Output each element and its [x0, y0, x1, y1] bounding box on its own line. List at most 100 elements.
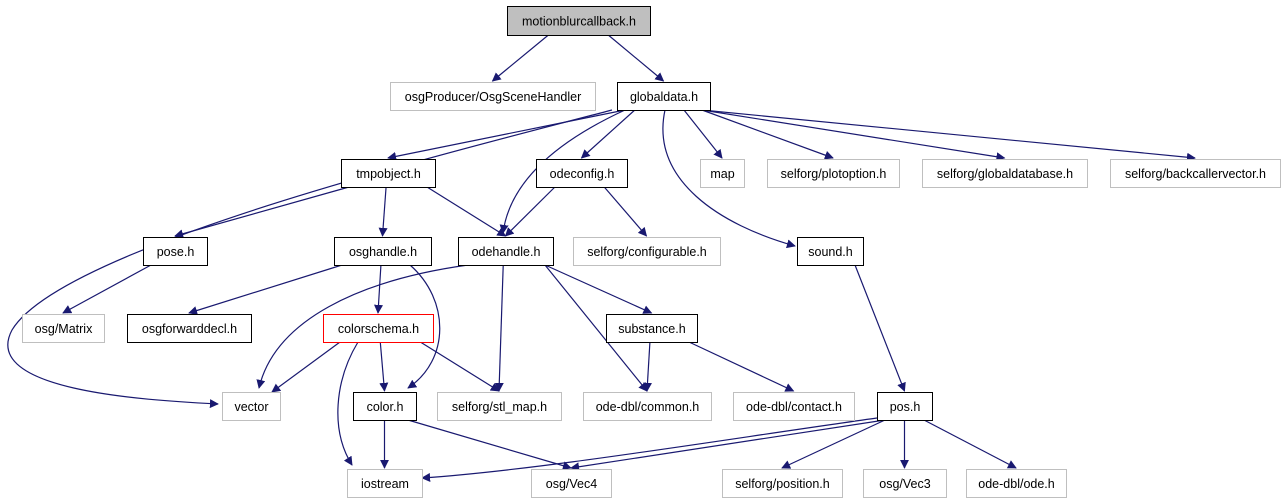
node-box	[458, 237, 554, 266]
node-vec4: osg/Vec4	[531, 469, 612, 498]
node-label: pos.h	[890, 400, 921, 414]
node-motionblurcallback[interactable]: motionblurcallback.h	[507, 6, 651, 36]
node-pos[interactable]: pos.h	[877, 392, 933, 421]
node-globaldatabase: selforg/globaldatabase.h	[922, 159, 1088, 188]
edge-globaldata-to-odeconfig	[580, 109, 636, 159]
node-label: selforg/backcallervector.h	[1125, 167, 1266, 181]
node-box	[922, 159, 1088, 188]
node-label: color.h	[367, 400, 404, 414]
edge-pos-to-iostream	[421, 417, 878, 482]
edge-odehandle-to-common	[544, 264, 648, 392]
edge-odeconfig-to-odehandle	[504, 186, 556, 237]
node-osgmatrix: osg/Matrix	[22, 314, 105, 343]
edge-odeconfig-to-configurable	[603, 186, 648, 237]
edge-osghandle-to-color	[407, 264, 441, 389]
node-box	[536, 159, 628, 188]
node-box	[583, 392, 712, 421]
node-label: tmpobject.h	[356, 167, 421, 181]
node-label: globaldata.h	[630, 90, 698, 104]
node-label: ode-dbl/ode.h	[978, 477, 1055, 491]
node-substance[interactable]: substance.h	[606, 314, 698, 343]
node-label: iostream	[361, 477, 409, 491]
edge-globaldata-to-map	[683, 109, 723, 159]
node-box	[323, 314, 434, 343]
edge-motionblurcallback-to-globaldata	[607, 34, 665, 82]
edge-motionblurcallback-to-osgsceneHandler	[491, 34, 549, 82]
edges-layer	[7, 34, 1196, 482]
node-label: osgforwarddecl.h	[142, 322, 237, 336]
edge-tmpobject-to-odehandle	[426, 186, 507, 237]
edge-pose-to-osgmatrix	[62, 264, 152, 314]
node-box	[877, 392, 933, 421]
edge-colorschema-to-vector	[271, 341, 341, 393]
edge-colorschema-to-iostream	[337, 341, 359, 466]
node-label: selforg/stl_map.h	[452, 400, 547, 414]
node-label: ode-dbl/contact.h	[746, 400, 842, 414]
edge-colorschema-to-stlmap	[420, 341, 500, 392]
node-box	[347, 469, 423, 498]
node-odeh: ode-dbl/ode.h	[966, 469, 1067, 498]
node-label: pose.h	[157, 245, 195, 259]
edge-pos-to-position	[781, 419, 886, 469]
edge-globaldata-to-globaldatabase	[701, 109, 1006, 162]
node-box	[767, 159, 900, 188]
node-box	[617, 82, 711, 111]
edge-colorschema-to-color	[379, 341, 389, 392]
node-osgsceneHandler: osgProducer/OsgSceneHandler	[390, 82, 596, 111]
node-box	[863, 469, 947, 498]
node-vector: vector	[222, 392, 281, 421]
node-label: selforg/plotoption.h	[781, 167, 887, 181]
node-globaldata[interactable]: globaldata.h	[617, 82, 711, 111]
edge-odehandle-to-substance	[544, 264, 653, 314]
node-label: substance.h	[618, 322, 685, 336]
node-osghandle[interactable]: osghandle.h	[334, 237, 432, 266]
edge-globaldata-to-sound	[662, 109, 796, 249]
edge-tmpobject-to-pose	[174, 186, 350, 239]
node-odehandle[interactable]: odehandle.h	[458, 237, 554, 266]
node-label: osg/Vec4	[546, 477, 597, 491]
node-colorschema[interactable]: colorschema.h	[323, 314, 434, 343]
node-stlmap: selforg/stl_map.h	[437, 392, 562, 421]
node-label: ode-dbl/common.h	[596, 400, 700, 414]
node-box	[127, 314, 252, 343]
node-label: osghandle.h	[349, 245, 417, 259]
edge-odehandle-to-vector	[256, 264, 469, 389]
node-label: selforg/configurable.h	[587, 245, 707, 259]
node-box	[390, 82, 596, 111]
node-box	[334, 237, 432, 266]
edge-osghandle-to-osgforwarddecl	[188, 264, 343, 315]
node-label: osg/Vec3	[879, 477, 930, 491]
node-box	[797, 237, 864, 266]
node-contact: ode-dbl/contact.h	[733, 392, 855, 421]
nodes-layer: motionblurcallback.h osgProducer/OsgScene…	[22, 6, 1281, 498]
node-box	[700, 159, 745, 188]
node-box	[531, 469, 612, 498]
node-label: selforg/position.h	[735, 477, 830, 491]
edge-globaldata-to-plotoption	[701, 109, 834, 160]
node-sound[interactable]: sound.h	[797, 237, 864, 266]
node-label: odeconfig.h	[550, 167, 615, 181]
node-osgforwarddecl[interactable]: osgforwarddecl.h	[127, 314, 252, 343]
node-tmpobject[interactable]: tmpobject.h	[341, 159, 436, 188]
node-box	[733, 392, 855, 421]
node-pose[interactable]: pose.h	[143, 237, 208, 266]
edge-color-to-vec4	[407, 419, 572, 471]
node-label: colorschema.h	[338, 322, 419, 336]
node-box	[606, 314, 698, 343]
node-box	[437, 392, 562, 421]
node-label: selforg/globaldatabase.h	[937, 167, 1073, 181]
edge-pos-to-vec4	[570, 419, 886, 472]
node-common: ode-dbl/common.h	[583, 392, 712, 421]
edge-sound-to-pos	[854, 264, 906, 392]
node-color[interactable]: color.h	[353, 392, 417, 421]
node-label: motionblurcallback.h	[522, 15, 636, 29]
node-odeconfig[interactable]: odeconfig.h	[536, 159, 628, 188]
edge-globaldata-to-vector	[7, 109, 613, 409]
node-label: osg/Matrix	[35, 322, 93, 336]
edge-pos-to-odeh	[923, 419, 1017, 469]
node-label: sound.h	[808, 245, 853, 259]
node-box	[507, 6, 651, 36]
node-box	[353, 392, 417, 421]
node-backcallervector: selforg/backcallervector.h	[1110, 159, 1281, 188]
